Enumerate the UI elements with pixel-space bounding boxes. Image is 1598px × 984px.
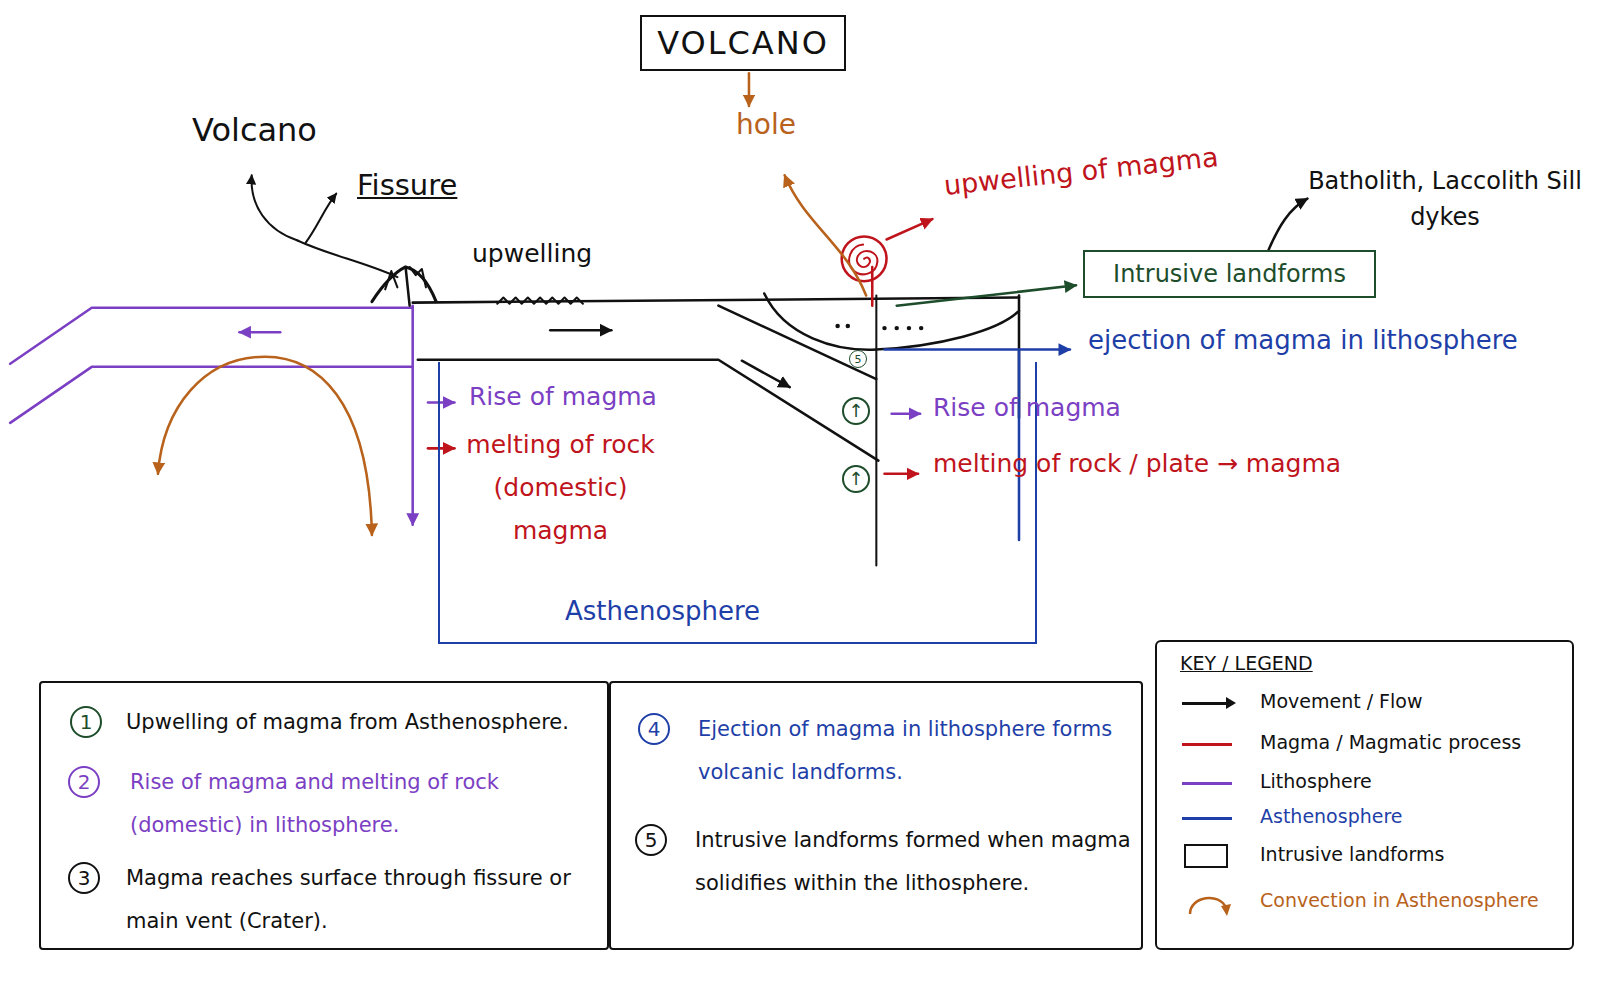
leader-arrow: [252, 175, 298, 240]
legend-swatch: [1182, 782, 1232, 785]
node-text: Intrusive landforms formed when magma so…: [695, 819, 1135, 905]
legend-text: Movement / Flow: [1260, 690, 1423, 712]
convection-arc: [158, 357, 372, 535]
label-text: upwelling: [472, 239, 592, 268]
legend-swatch: [1182, 702, 1232, 705]
label-text: Volcano: [192, 111, 317, 149]
legend-arc-head: [1221, 904, 1231, 916]
subducting-slab: [718, 306, 876, 379]
label-text: hole: [736, 108, 796, 141]
flow-arrow: [742, 361, 790, 387]
lithosphere-plate: [10, 367, 413, 423]
node-text: 5: [855, 354, 862, 365]
pointer-arrow: [428, 401, 454, 404]
crater-basin: [764, 293, 1019, 349]
dot: [835, 324, 839, 328]
notes-panel: Upwelling of magma from Asthenosphere. Ri…: [39, 681, 609, 950]
node-text: Intrusive landforms: [1113, 262, 1346, 286]
label-text: ejection of magma in lithosphere: [1088, 325, 1518, 355]
legend-text: Lithosphere: [1260, 770, 1372, 792]
pointer-arrow: [748, 73, 751, 106]
fissure-mound: [372, 267, 436, 302]
pointer-arrow: [884, 473, 918, 476]
label-text: melting of rock (domestic) magma: [448, 423, 673, 552]
legend-arrow-head: [1226, 697, 1236, 709]
node-text: 5: [645, 830, 658, 850]
node-text: Magma reaches surface through fissure or…: [126, 857, 588, 943]
node-text: 4: [648, 719, 661, 739]
legend-swatch: [1182, 743, 1232, 746]
pointer-arrow: [1269, 199, 1308, 250]
plate-motion-arrow: [239, 331, 280, 334]
dot: [846, 324, 850, 328]
notes-panel: Ejection of magma in lithosphere forms v…: [609, 681, 1143, 950]
legend-arc-sample: [1180, 888, 1236, 918]
label-text: melting of rock / plate → magma: [933, 449, 1341, 478]
callout-circle: 5: [635, 824, 667, 856]
legend-text: Magma / Magmatic process: [1260, 731, 1521, 753]
pointer-arrow: [785, 175, 867, 295]
label-text: Batholith, Laccolith Sill dykes: [1300, 163, 1590, 235]
title-holder: VOLCANO: [640, 15, 846, 71]
magma-dots: [835, 324, 923, 331]
node-text: 3: [78, 868, 91, 888]
title-text: VOLCANO: [657, 24, 829, 62]
callout-circle: 1: [70, 706, 102, 738]
landform-box: Intrusive landforms: [1083, 250, 1376, 298]
node-text: 1: [80, 712, 93, 732]
node-text: ↑: [848, 470, 863, 488]
pointer-arrow: [892, 412, 921, 415]
lithosphere-plate: [10, 308, 413, 364]
node-text: ↑: [848, 402, 863, 420]
legend-text: Convection in Asthenosphere: [1260, 889, 1539, 911]
dot: [882, 326, 886, 330]
callout-circle: ↑: [842, 465, 870, 493]
label-text: upwelling of magma: [942, 141, 1219, 201]
dot: [894, 326, 898, 330]
eruption-cloud: [842, 236, 887, 281]
flow-arrow: [550, 329, 611, 332]
node-text: Asthenosphere: [565, 590, 760, 633]
magma-conduit: [875, 296, 877, 566]
callout-circle: 4: [638, 713, 670, 745]
label-text: Fissure: [357, 168, 457, 202]
label-text: KEY / LEGEND: [1180, 652, 1313, 674]
legend-text: Asthenosphere: [1260, 805, 1403, 827]
pointer-arrow: [887, 219, 933, 239]
leader-arrow: [306, 194, 337, 243]
callout-circle: ↑: [842, 397, 870, 425]
label-text: Rise of magma: [933, 393, 1121, 422]
callout-circle: 3: [68, 862, 100, 894]
callout-circle: 5: [849, 350, 867, 368]
node-text: Ejection of magma in lithosphere forms v…: [698, 708, 1118, 794]
leader-line: [298, 240, 398, 277]
fissure-vent: [406, 267, 410, 306]
upwelling-squiggle: [497, 298, 583, 304]
legend-swatch: [1182, 817, 1232, 820]
pointer-arrow: [897, 285, 1076, 305]
legend-text: Intrusive landforms: [1260, 843, 1444, 865]
node-text: 2: [78, 772, 91, 792]
node-text: Upwelling of magma from Asthenosphere.: [126, 701, 601, 744]
legend-rect-sample: [1184, 844, 1228, 868]
ejection-arrow: [884, 348, 1069, 351]
pointer-arrow: [428, 447, 454, 450]
callout-circle: 2: [68, 766, 100, 798]
plate-boundary-line: [411, 306, 414, 525]
asthenosphere-line: [1018, 352, 1021, 541]
label-text: Rise of magma: [469, 382, 657, 411]
main-vent: [871, 267, 874, 306]
node-text: Rise of magma and melting of rock (domes…: [130, 761, 580, 847]
dot: [907, 326, 911, 330]
dot: [919, 326, 923, 330]
legend-arc: [1190, 898, 1226, 914]
